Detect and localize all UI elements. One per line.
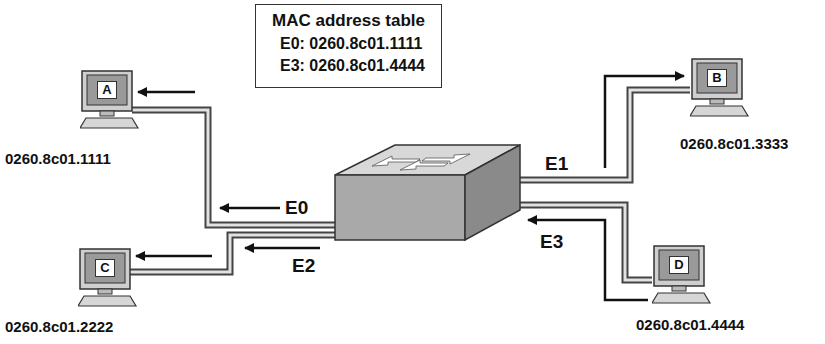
computer-node: C 0260.8c01.2222 xyxy=(3,244,143,340)
table-entry: E0: 0260.8c01.1111 xyxy=(272,33,425,55)
mac-address: 0260.8c01.4444 xyxy=(636,316,744,334)
port-label: E0 xyxy=(285,198,308,218)
computer-letter: A xyxy=(97,81,117,99)
port-label: E1 xyxy=(545,154,568,174)
computer-icon xyxy=(652,245,714,307)
computer-icon xyxy=(80,70,142,132)
port-label: E3 xyxy=(540,232,563,252)
table-entry: E3: 0260.8c01.4444 xyxy=(272,55,425,77)
mac-address: 0260.8c01.1111 xyxy=(5,150,111,168)
computer-icon xyxy=(78,248,140,310)
computer-node: B 0260.8c01.3333 xyxy=(678,54,818,158)
computer-letter: C xyxy=(95,259,115,277)
computer-letter: B xyxy=(707,69,727,87)
computer-node: D 0260.8c01.4444 xyxy=(632,241,772,337)
computer-letter: D xyxy=(669,256,689,274)
table-heading: MAC address table xyxy=(272,9,425,33)
mac-address: 0260.8c01.3333 xyxy=(680,135,788,153)
mac-table-box: MAC address tableE0: 0260.8c01.1111E3: 0… xyxy=(255,4,442,88)
flow-arrows xyxy=(136,76,684,300)
mac-address: 0260.8c01.2222 xyxy=(5,318,113,336)
port-label: E2 xyxy=(292,256,315,276)
computer-node: A 0260.8c01.1111 xyxy=(5,66,145,172)
computer-icon xyxy=(690,58,752,120)
switch-symbol xyxy=(335,145,520,240)
